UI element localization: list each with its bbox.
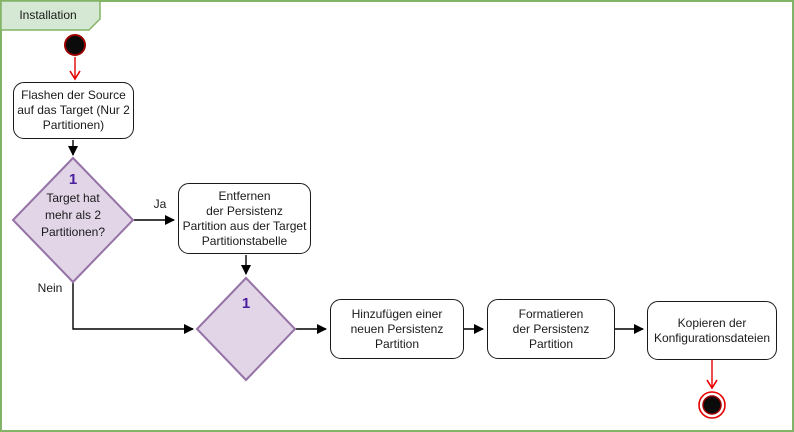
frame-tab[interactable] — [0, 0, 101, 31]
end-node[interactable] — [698, 391, 726, 419]
frame-label: Installation — [19, 8, 77, 22]
edge-label-ja: Ja — [153, 197, 167, 211]
edge-label-nein: Nein — [37, 281, 63, 295]
activity-remove-persistence-partition[interactable]: Entfernen der Persistenz Partition aus d… — [178, 183, 311, 254]
edge-decision-nein-to-merge[interactable] — [72, 282, 194, 334]
activity-add-persistence-partition[interactable]: Hinzufügen einer neuen Persistenz Partit… — [330, 299, 464, 359]
activity-copy-config-files[interactable]: Kopieren der Konfigurationsdateien — [647, 301, 777, 360]
activity-flash-source[interactable]: Flashen der Source auf das Target (Nur 2… — [13, 82, 134, 139]
start-node[interactable] — [64, 34, 86, 56]
activity-format-persistence-partition[interactable]: Formatieren der Persistenz Partition — [487, 299, 615, 359]
merge-node[interactable] — [195, 276, 297, 382]
decision-node-partitions[interactable] — [11, 156, 135, 284]
